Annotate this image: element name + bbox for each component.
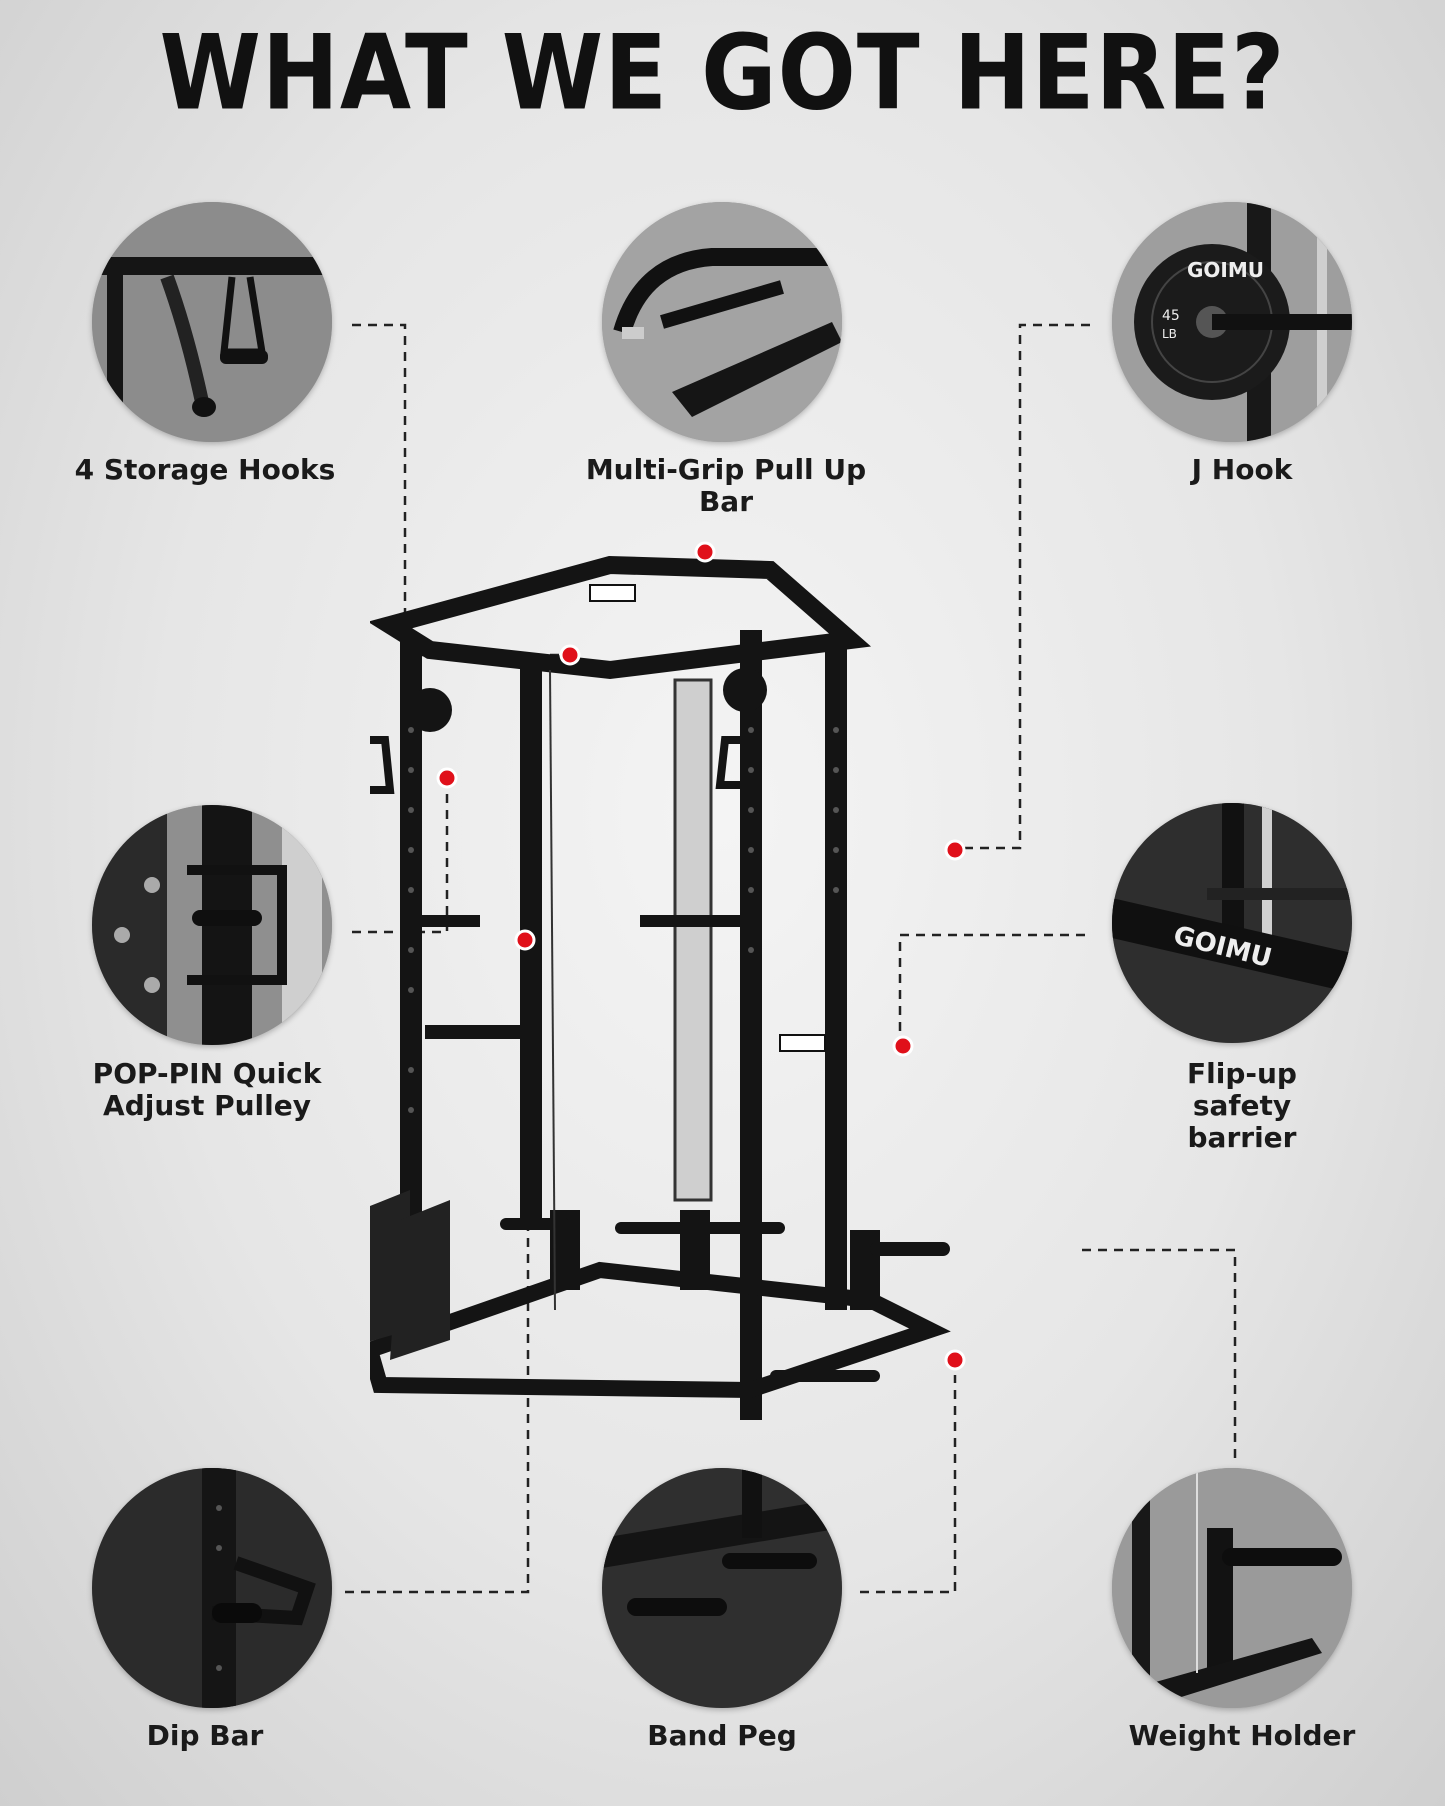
feature-label-dip-bar: Dip Bar [146, 1719, 264, 1752]
plate-brand-text: GOIMU [1187, 258, 1264, 282]
feature-image-pop-pin-pulley [92, 805, 332, 1045]
feature-label-storage-hooks: 4 Storage Hooks [74, 453, 336, 486]
feature-image-storage-hooks [92, 202, 332, 442]
page-title: WHAT WE GOT HERE? [159, 13, 1286, 134]
feature-image-pull-up-bar [602, 202, 842, 442]
feature-image-band-peg [602, 1468, 842, 1708]
plate-weight-text: 45 [1162, 308, 1180, 324]
feature-label-pull-up-bar: Multi-Grip Pull Up Bar [585, 453, 867, 518]
feature-label-safety-barrier: Flip-up safety barrier [1187, 1057, 1297, 1154]
feature-image-weight-holder [1112, 1468, 1352, 1708]
feature-label-pop-pin-pulley: POP-PIN Quick Adjust Pulley [92, 1057, 322, 1122]
feature-label-j-hook: J Hook [1191, 453, 1293, 486]
feature-image-safety-barrier: GOIMU [1112, 803, 1352, 1043]
feature-label-weight-holder: Weight Holder [1128, 1719, 1356, 1752]
feature-image-dip-bar [92, 1468, 332, 1708]
plate-unit-text: LB [1162, 327, 1177, 341]
feature-image-j-hook: 45 LB GOIMU [1112, 202, 1352, 442]
feature-label-band-peg: Band Peg [647, 1719, 797, 1752]
power-rack-illustration [370, 530, 1030, 1420]
